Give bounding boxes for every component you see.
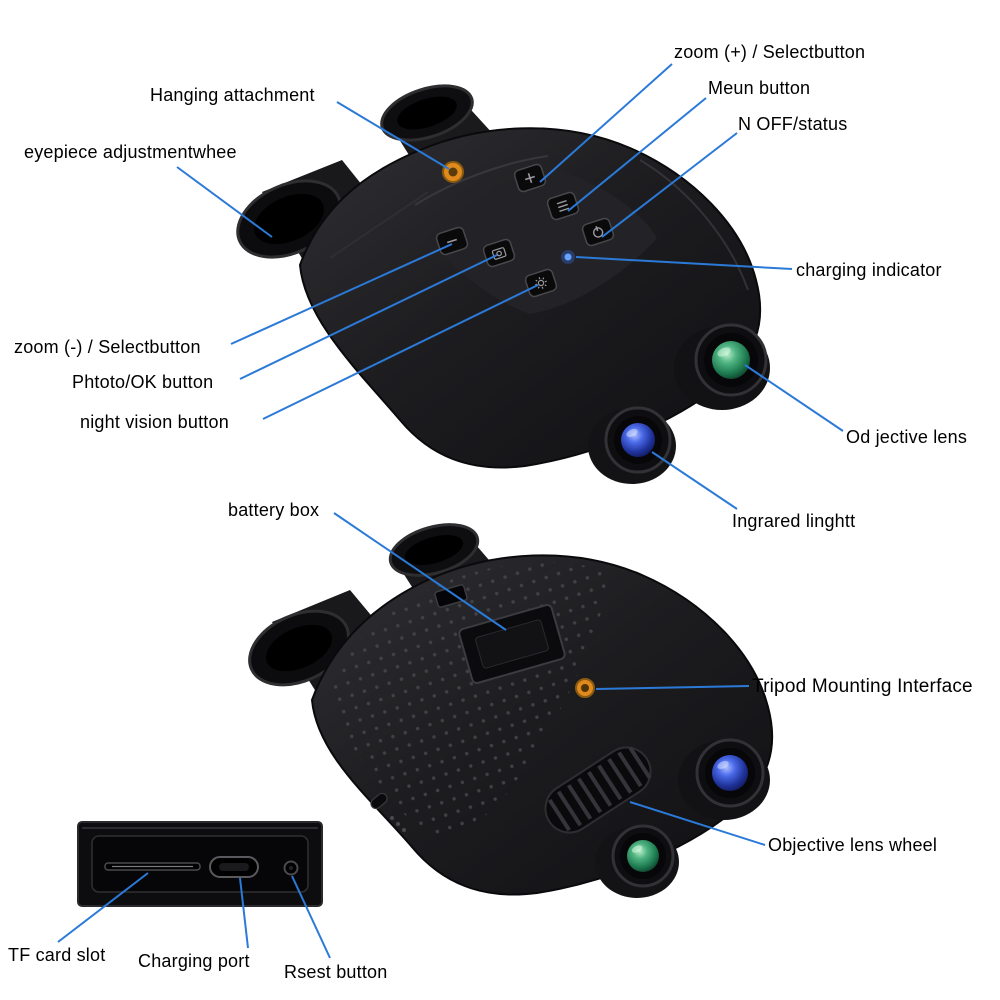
- infrared-light-top: [588, 406, 676, 484]
- label-power-status: N OFF/status: [738, 114, 848, 134]
- objective-lens-bottom: [595, 824, 679, 898]
- usb-c-charging-port: [209, 856, 259, 878]
- label-objective-lens: Od jective lens: [846, 427, 968, 447]
- menu-lines-icon: [556, 199, 570, 213]
- label-night-vision: night vision button: [80, 412, 229, 432]
- tripod-mount-point: [575, 678, 595, 698]
- ir-light-icon: [535, 277, 547, 289]
- callout-lens-wheel: [629, 801, 766, 846]
- port-panel-inset: [77, 821, 323, 907]
- callout-charge-port: [239, 877, 249, 949]
- reset-pinhole: [283, 860, 299, 876]
- label-zoom-minus-select: zoom (-) / Selectbutton: [14, 337, 201, 357]
- device-top-view: [236, 84, 770, 484]
- label-charging-port: Charging port: [138, 951, 250, 971]
- battery-latch: [434, 584, 468, 608]
- callout-reset: [291, 875, 331, 959]
- label-reset-button: Rsest button: [284, 962, 388, 982]
- battery-box-cover: [458, 604, 566, 684]
- body-ridge-right: [639, 159, 749, 291]
- infrared-light-bottom: [678, 738, 770, 820]
- night-vision-button: [524, 268, 558, 298]
- callout-eyepiece: [176, 166, 273, 238]
- label-eyepiece-wheel: eyepiece adjustmentwhee: [24, 142, 237, 162]
- minus-icon: [446, 238, 458, 244]
- callout-zoom-plus: [539, 63, 673, 183]
- callout-infrared: [651, 451, 738, 510]
- callout-lines: [57, 63, 844, 959]
- callout-photo-ok: [239, 254, 498, 380]
- side-buttons: [370, 792, 406, 832]
- body-ridge: [414, 155, 549, 206]
- callout-hanging: [336, 101, 450, 170]
- label-battery-box: battery box: [228, 500, 320, 520]
- plus-icon: [524, 172, 536, 184]
- label-zoom-plus-select: zoom (+) / Selectbutton: [674, 42, 866, 62]
- label-menu-button: Meun button: [708, 78, 811, 98]
- body-ridge-left: [329, 191, 429, 259]
- label-charging-indicator: charging indicator: [796, 260, 942, 280]
- callout-power: [601, 132, 738, 238]
- power-icon: [592, 226, 604, 238]
- label-tf-card-slot: TF card slot: [8, 945, 106, 965]
- label-tripod-mount: Tripod Mounting Interface: [752, 676, 973, 697]
- callout-tripod: [595, 685, 750, 690]
- power-button: [581, 217, 615, 247]
- callout-night-vision: [262, 284, 539, 420]
- tf-card-slot: [104, 862, 201, 871]
- charging-led: [561, 250, 575, 264]
- photo-ok-button: [482, 238, 516, 268]
- callout-charging: [575, 256, 793, 270]
- label-hanging-attachment: Hanging attachment: [150, 85, 315, 105]
- control-panel: [428, 170, 657, 314]
- camera-icon: [491, 247, 507, 260]
- hanging-attachment-point: [442, 161, 464, 183]
- label-infrared-light: Ingrared linghtt: [732, 511, 856, 531]
- zoom-plus-button: [513, 163, 547, 193]
- menu-button: [546, 191, 580, 221]
- label-photo-ok-button: Phtoto/OK button: [72, 372, 214, 392]
- callout-objective: [744, 364, 844, 432]
- label-lens-wheel: Objective lens wheel: [768, 835, 938, 855]
- callout-battery: [333, 512, 507, 631]
- objective-lens-top: [674, 323, 770, 410]
- objective-lens-wheel: [544, 746, 652, 834]
- callout-menu: [567, 97, 707, 212]
- callout-zoom-minus: [230, 243, 453, 345]
- callout-tf-card: [57, 872, 149, 943]
